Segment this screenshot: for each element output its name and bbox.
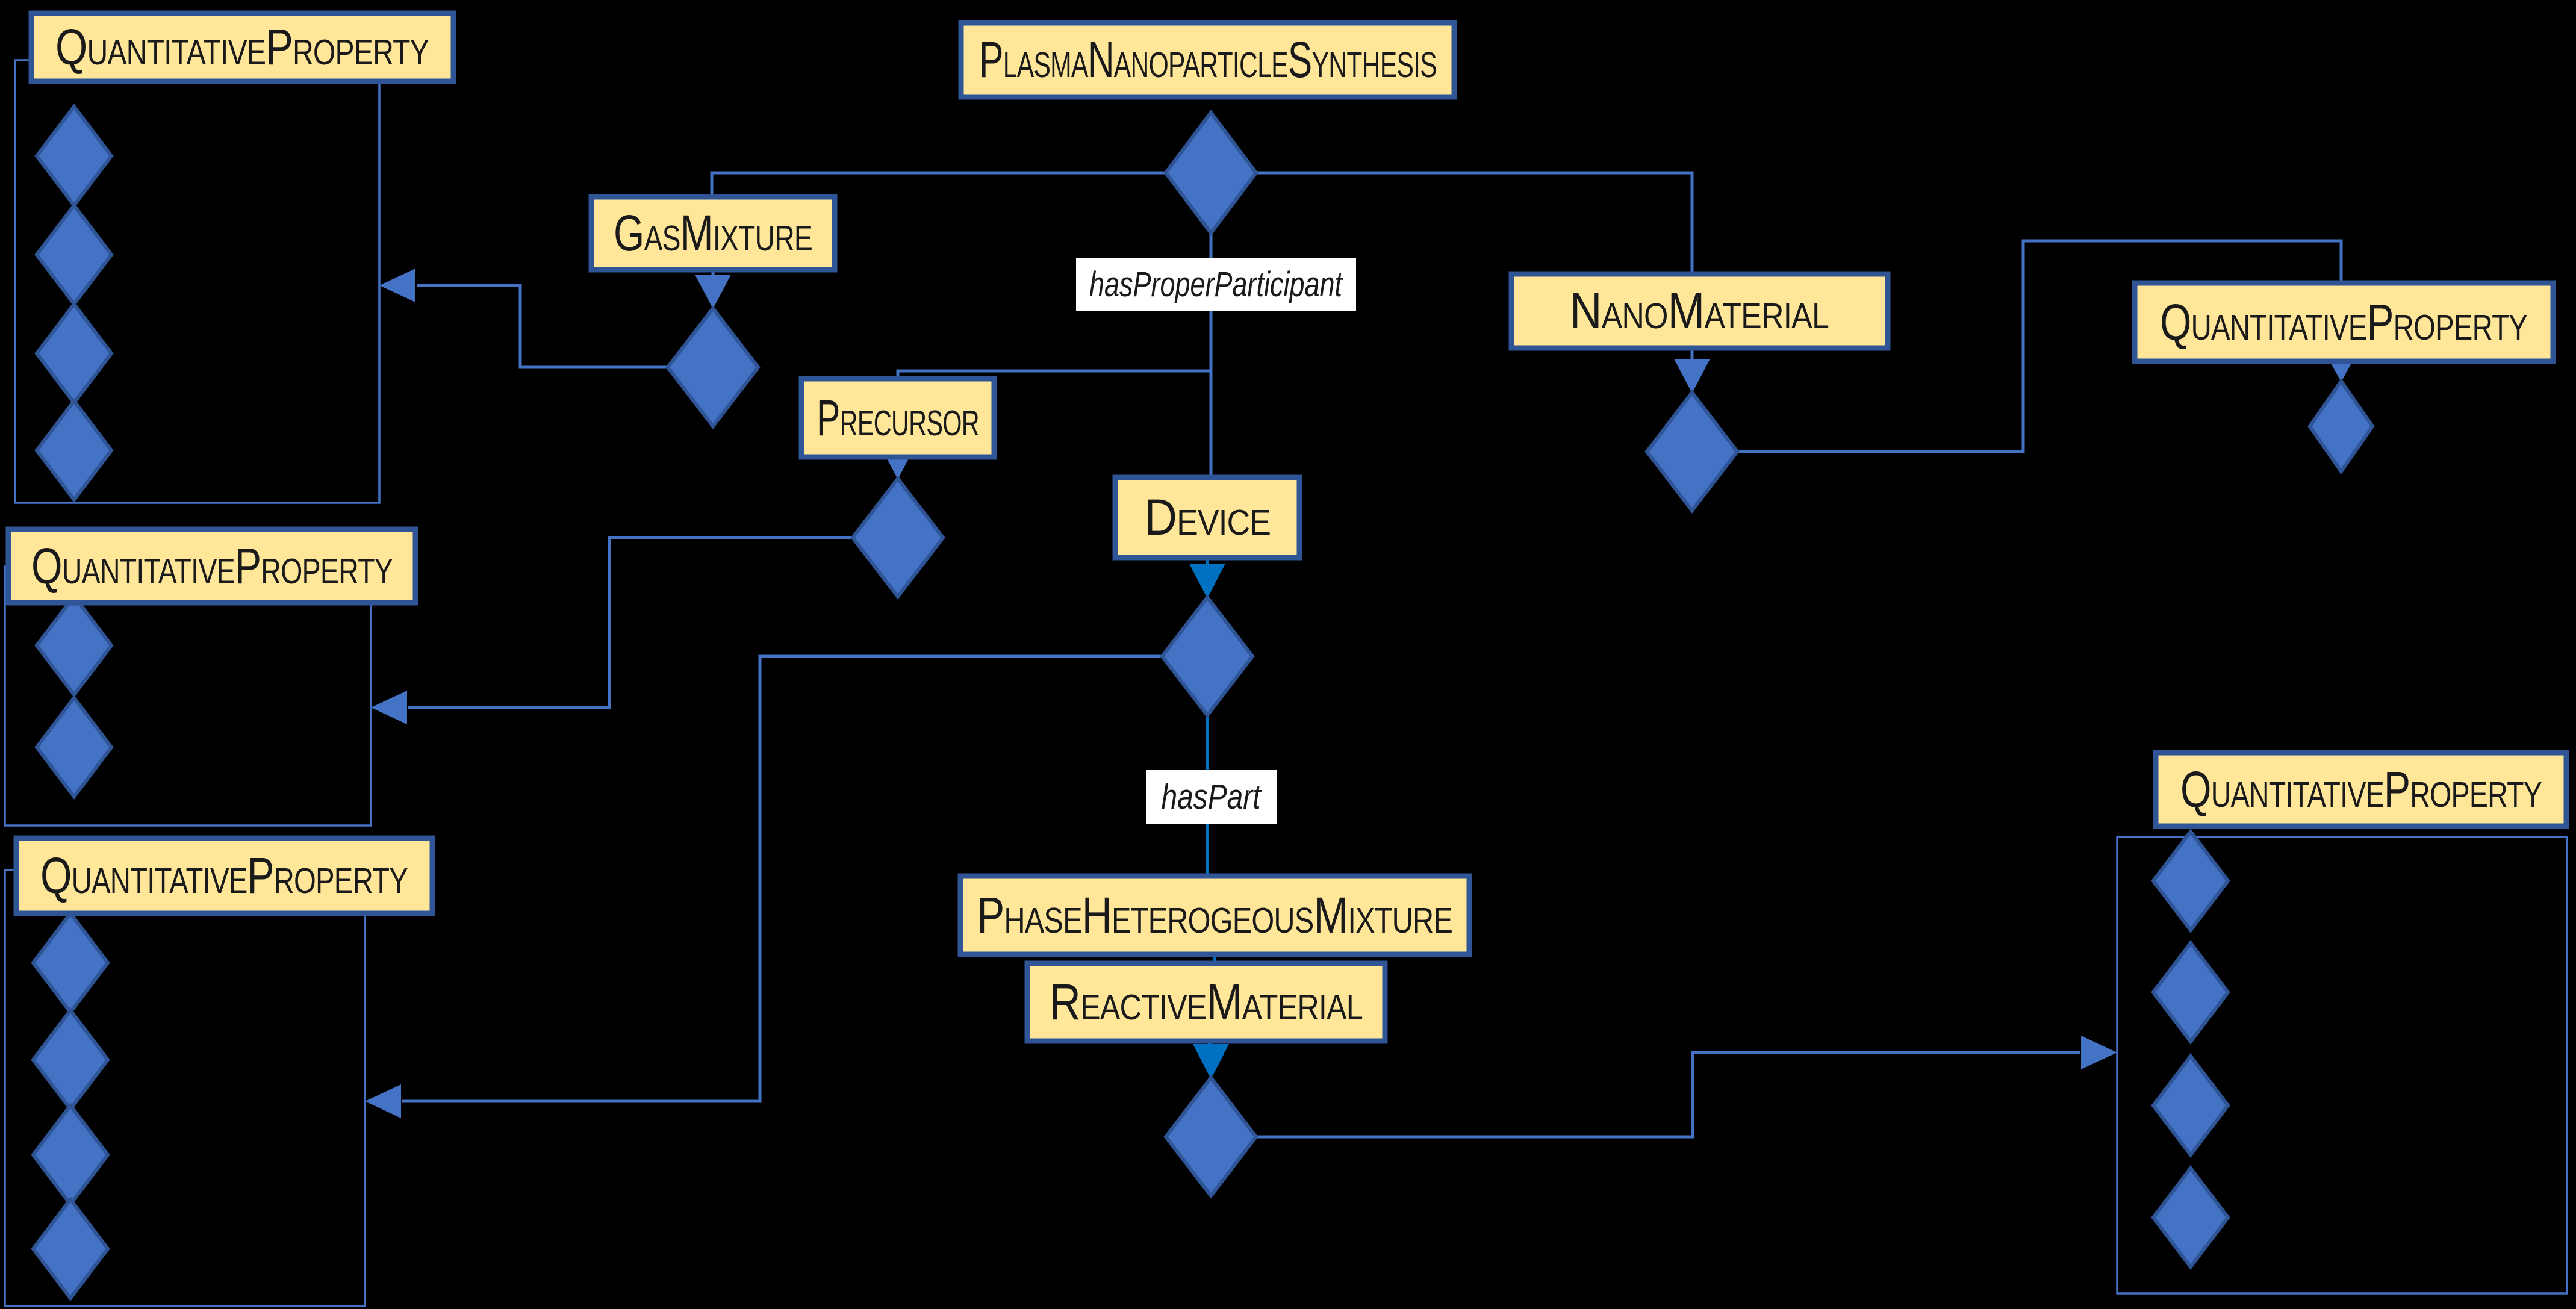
diamond-qp-topright[interactable] (2307, 378, 2375, 475)
node-qp-top-left-label: QuantitativeProperty (55, 19, 429, 75)
diamond-gasmixture[interactable] (665, 305, 761, 429)
arrowhead-into-qp-bottomleft (365, 1084, 401, 1118)
diamond-plasma-participants[interactable] (1163, 110, 1258, 236)
node-plasma-synthesis-label: PlasmaNanoparticleSynthesis (979, 31, 1437, 88)
edge-devicediamond-to-qp-bottomleft (402, 654, 1162, 1103)
arrowhead-into-bottom-diamond (1193, 1044, 1229, 1079)
diamond-qp-bottomright-2[interactable] (2151, 940, 2230, 1045)
node-nano-material-label: NanoMaterial (1570, 282, 1829, 339)
edge-label-has-proper-participant-text: hasProperParticipant (1089, 265, 1343, 304)
node-qp-bottom-right[interactable]: QuantitativeProperty (2153, 750, 2569, 829)
arrowhead-into-qp-midleft (371, 691, 407, 724)
node-gas-mixture[interactable]: GasMixture (588, 194, 838, 273)
node-reactive-material[interactable]: ReactiveMaterial (1024, 960, 1388, 1044)
diamond-qp-topleft-1[interactable] (34, 104, 114, 208)
node-qp-mid-left[interactable]: QuantitativeProperty (5, 526, 418, 606)
diamond-qp-bottomright-1[interactable] (2151, 829, 2230, 933)
node-reactive-material-label: ReactiveMaterial (1050, 974, 1363, 1030)
diamond-qp-bottomleft-1[interactable] (31, 910, 110, 1015)
node-precursor-label: Precursor (817, 390, 979, 446)
node-phase-mixture-label: PhaseHeterogeousMixture (977, 887, 1452, 944)
diamond-qp-bottomright-3[interactable] (2151, 1053, 2230, 1158)
node-device-label: Device (1144, 489, 1271, 546)
edge-plasma-to-nanomaterial (1256, 171, 1694, 274)
arrowhead-into-qp-bottomright (2081, 1036, 2117, 1069)
node-qp-top-right-label: QuantitativeProperty (2160, 294, 2528, 350)
arrowhead-into-nano-diamond (1674, 359, 1710, 393)
node-qp-top-left[interactable]: QuantitativeProperty (28, 10, 456, 84)
edge-nanodiamond-to-qp-topright (1737, 239, 2343, 453)
edge-label-has-part[interactable]: hasPart (1146, 770, 1277, 824)
diamond-qp-topleft-2[interactable] (34, 202, 114, 307)
arrowhead-into-device-diamond (1189, 564, 1225, 599)
node-qp-top-right[interactable]: QuantitativeProperty (2132, 280, 2556, 364)
node-qp-bottom-left[interactable]: QuantitativeProperty (13, 835, 435, 916)
node-device[interactable]: Device (1112, 474, 1302, 561)
node-nano-material[interactable]: NanoMaterial (1508, 271, 1891, 351)
diamond-precursor[interactable] (850, 476, 945, 600)
edge-label-has-part-text: hasPart (1162, 777, 1262, 816)
node-phase-mixture[interactable]: PhaseHeterogeousMixture (957, 873, 1472, 957)
edge-plasma-to-gasmixture (710, 171, 1166, 197)
group-border-bottom-right (2116, 836, 2568, 1295)
diamond-device[interactable] (1160, 594, 1255, 718)
node-precursor[interactable]: Precursor (798, 376, 997, 460)
diamond-reactivematerial[interactable] (1163, 1075, 1258, 1199)
diamond-qp-topleft-3[interactable] (34, 301, 114, 406)
edge-bottomdiamond-to-qp-bottomright (1256, 1051, 2080, 1139)
node-plasma-synthesis[interactable]: PlasmaNanoparticleSynthesis (958, 20, 1457, 100)
edge-gasdiamond-to-qp-topleft (417, 284, 668, 369)
diamond-qp-bottomright-4[interactable] (2151, 1165, 2230, 1270)
diamond-qp-bottomleft-3[interactable] (31, 1102, 110, 1207)
diamond-qp-bottomleft-4[interactable] (31, 1196, 110, 1301)
node-qp-bottom-right-label: QuantitativeProperty (2180, 761, 2542, 818)
node-qp-bottom-left-label: QuantitativeProperty (40, 847, 408, 904)
edge-label-has-proper-participant[interactable]: hasProperParticipant (1076, 258, 1356, 311)
diamond-qp-midleft-2[interactable] (34, 695, 114, 800)
arrowhead-into-qp-topleft (379, 269, 415, 302)
diamond-qp-midleft-1[interactable] (34, 593, 114, 698)
arrowhead-into-gas-diamond (695, 275, 731, 309)
diamond-qp-bottomleft-2[interactable] (31, 1007, 110, 1112)
node-qp-mid-left-label: QuantitativeProperty (31, 538, 393, 594)
diamond-nanomaterial[interactable] (1644, 390, 1740, 514)
edge-precursordiamond-to-qp-midleft (408, 536, 853, 709)
diamond-qp-topleft-4[interactable] (34, 398, 114, 503)
node-gas-mixture-label: GasMixture (614, 205, 812, 261)
